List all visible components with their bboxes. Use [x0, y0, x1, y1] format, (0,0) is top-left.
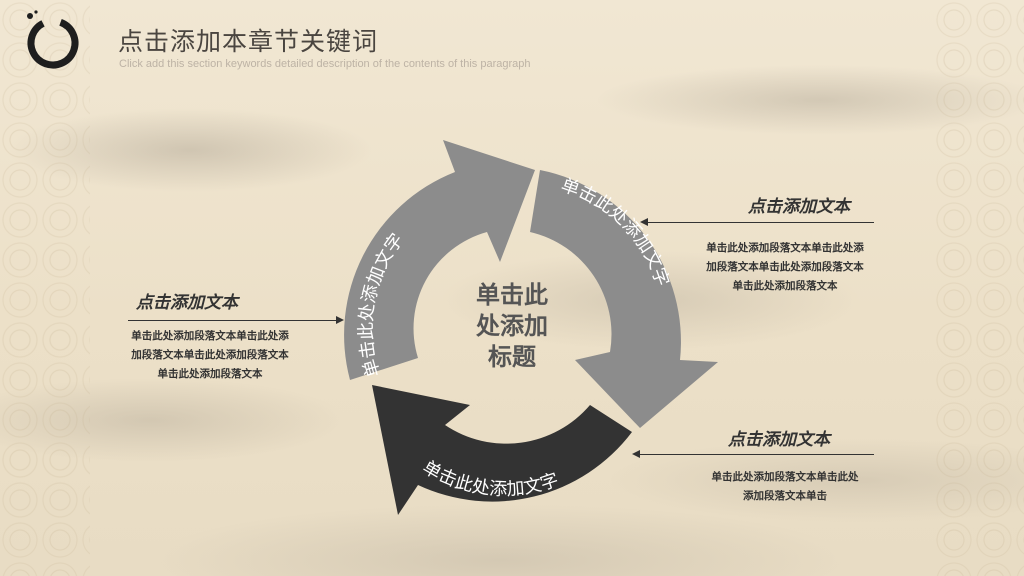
note-line: 单击此处添加段落文本单击此处	[711, 471, 859, 483]
center-title-line: 处添加	[476, 312, 548, 340]
note-body: 单击此处添加段落文本单击此处 添加段落文本单击	[690, 468, 880, 506]
note-line: 单击此处添加段落文本单击此处添	[131, 330, 289, 342]
center-title[interactable]: 单击此 处添加 标题	[460, 280, 564, 373]
note-left[interactable]: 点击添加文本 单击此处添加段落文本单击此处添 加段落文本单击此处添加段落文本 单…	[110, 288, 310, 384]
cycle-arrow-right[interactable]	[530, 170, 718, 428]
note-body: 单击此处添加段落文本单击此处添 加段落文本单击此处添加段落文本 单击此处添加段落…	[690, 239, 880, 296]
center-title-line: 单击此	[476, 281, 548, 309]
note-line: 加段落文本单击此处添加段落文本	[706, 261, 864, 273]
note-body: 单击此处添加段落文本单击此处添 加段落文本单击此处添加段落文本 单击此处添加段落…	[110, 327, 310, 384]
ink-circle-logo	[27, 10, 79, 69]
connector-line-top-right	[648, 222, 874, 223]
connector-line-left	[128, 320, 340, 321]
center-title-line: 标题	[488, 343, 536, 371]
note-heading: 点击添加文本	[748, 197, 850, 217]
connector-line-bottom-right	[640, 454, 874, 455]
note-line: 加段落文本单击此处添加段落文本	[131, 349, 289, 361]
cycle-arrow-bottom[interactable]	[372, 385, 632, 515]
note-heading: 点击添加文本	[728, 430, 830, 450]
page-subtitle: Click add this section keywords detailed…	[119, 58, 531, 70]
connector-arrowhead-left	[336, 316, 344, 324]
note-heading: 点击添加文本	[136, 293, 238, 313]
note-line: 添加段落文本单击	[743, 490, 827, 502]
connector-arrowhead-top-right	[640, 218, 648, 226]
note-bottom-right[interactable]: 点击添加文本 单击此处添加段落文本单击此处 添加段落文本单击	[690, 425, 880, 506]
right-swirl-pattern	[934, 0, 1024, 576]
connector-arrowhead-bottom-right	[632, 450, 640, 458]
note-top-right[interactable]: 点击添加文本 单击此处添加段落文本单击此处添 加段落文本单击此处添加段落文本 单…	[690, 192, 880, 296]
cycle-arrow-left[interactable]	[344, 140, 535, 380]
note-line: 单击此处添加段落文本单击此处添	[706, 242, 864, 254]
page-title: 点击添加本章节关键词	[118, 27, 379, 56]
note-line: 单击此处添加段落文本	[157, 368, 263, 380]
note-line: 单击此处添加段落文本	[732, 280, 838, 292]
left-swirl-pattern	[0, 0, 90, 576]
